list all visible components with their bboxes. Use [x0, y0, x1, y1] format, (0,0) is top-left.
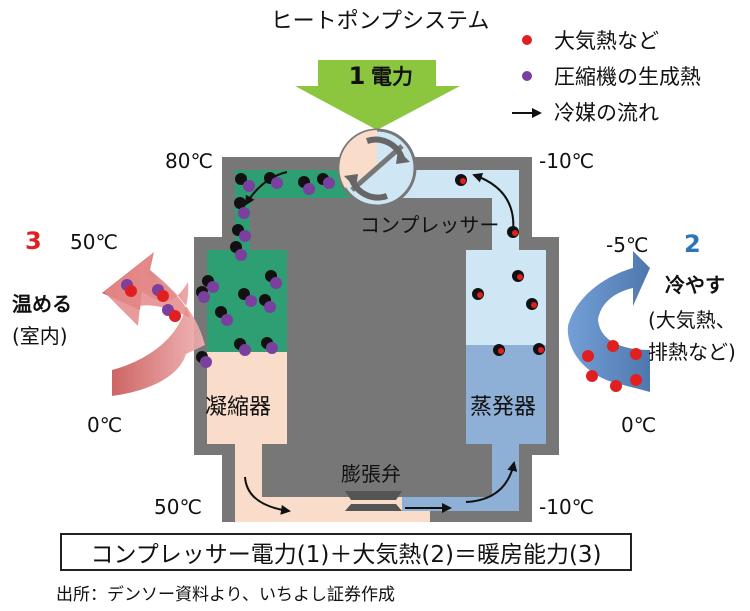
evaporator-gas-zone [372, 170, 546, 345]
evaporator-label: 蒸発器 [470, 395, 536, 420]
heat-label: 温める [12, 292, 72, 316]
compressor-label: コンプレッサー [360, 213, 499, 237]
temp-top-right: -10℃ [539, 149, 594, 173]
legend-refrigerant-flow: 冷媒の流れ [554, 101, 659, 125]
heat-output-particles [121, 279, 181, 322]
cool-sub1: (大気熱、 [648, 308, 736, 332]
temp-top-left: 80℃ [165, 149, 213, 173]
flow-arrow-evaporator-bottom [465, 461, 518, 503]
heat-number: 3 [25, 227, 42, 255]
heat-intake-arrow [567, 251, 650, 392]
heat-sub: (室内) [12, 324, 68, 348]
compressor-arrowhead2-icon [344, 174, 358, 188]
cool-number: 2 [684, 230, 701, 258]
temp-left-out: 0℃ [87, 413, 122, 437]
flow-arrow-evaporator-top [472, 172, 515, 233]
power-label: 電力 [371, 65, 413, 89]
legend-compressor-heat: 圧縮機の生成熱 [554, 65, 701, 89]
formula-box: コンプレッサー電力(1)＋大気熱(2)＝暖房能力(3) [60, 533, 632, 571]
expansion-valve-icon [345, 491, 402, 500]
power-arrow [295, 60, 460, 130]
temp-right-in: -5℃ [606, 233, 648, 257]
diagram-title: ヒートポンプシステム [271, 9, 490, 34]
legend-atmospheric-heat: 大気熱など [554, 29, 659, 53]
flow-arrow-condenser-top [244, 171, 288, 206]
legend-purple-dot [522, 71, 532, 81]
legend-red-dot [522, 35, 532, 45]
valve-label: 膨張弁 [341, 462, 401, 486]
compressor-blade-icon [350, 144, 404, 192]
temp-bottom-left: 50℃ [154, 495, 202, 519]
condenser-label: 凝縮器 [205, 395, 271, 420]
evaporator-particles [455, 174, 545, 356]
compressor-arrowhead-icon [396, 150, 410, 164]
heat-intake-particles [582, 340, 642, 392]
condenser-liquid-zone [207, 352, 430, 522]
cool-sub2: 排熱など) [648, 340, 736, 364]
heat-output-arrow [102, 252, 205, 396]
cool-label: 冷やす [665, 273, 725, 297]
expansion-valve-lower-icon [345, 504, 402, 511]
temp-left-in: 50℃ [70, 230, 118, 254]
temp-bottom-right: -10℃ [539, 495, 594, 519]
temp-right-out: 0℃ [621, 413, 656, 437]
source-note: 出所：デンソー資料より、いちよし証券作成 [56, 585, 395, 605]
flow-arrow-condenser-bottom [244, 476, 291, 515]
condenser-particles [196, 172, 335, 368]
formula-text: コンプレッサー電力(1)＋大気熱(2)＝暖房能力(3) [90, 542, 602, 568]
power-number: 1 [349, 62, 366, 90]
